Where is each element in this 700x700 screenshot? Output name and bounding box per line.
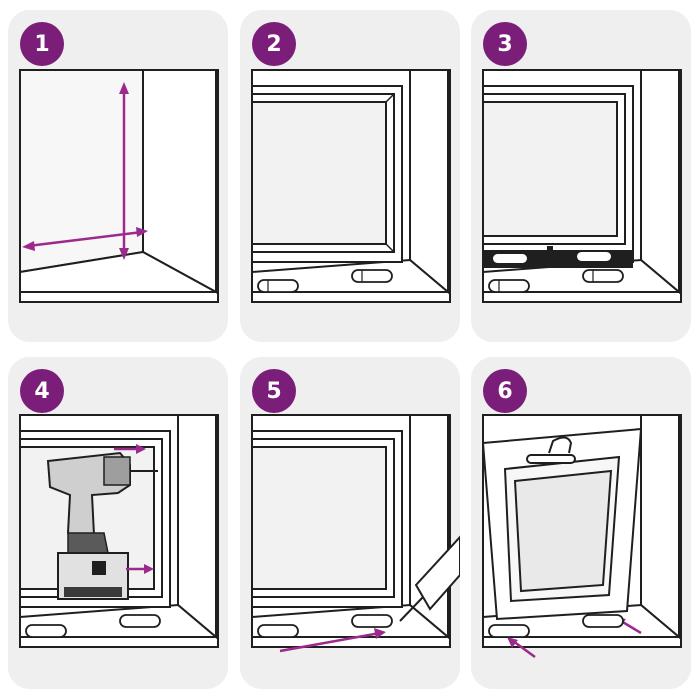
step-panel-4: 4: [8, 357, 228, 689]
window-frame-illustration: [240, 10, 460, 342]
step-badge-4: 4: [20, 369, 64, 413]
sealant-illustration: [240, 357, 460, 689]
tilted-window-illustration: [471, 357, 691, 689]
step-badge-2: 2: [252, 22, 296, 66]
step-badge-5: 5: [252, 369, 296, 413]
step-panel-6: 6: [471, 357, 691, 689]
measure-opening-illustration: [8, 10, 228, 342]
step-badge-1: 1: [20, 22, 64, 66]
step-panel-2: 2: [240, 10, 460, 342]
step-badge-3: 3: [483, 22, 527, 66]
step-panel-5: 5: [240, 357, 460, 689]
step-badge-6: 6: [483, 369, 527, 413]
step-panel-1: 1: [8, 10, 228, 342]
step-panel-3: 3: [471, 10, 691, 342]
